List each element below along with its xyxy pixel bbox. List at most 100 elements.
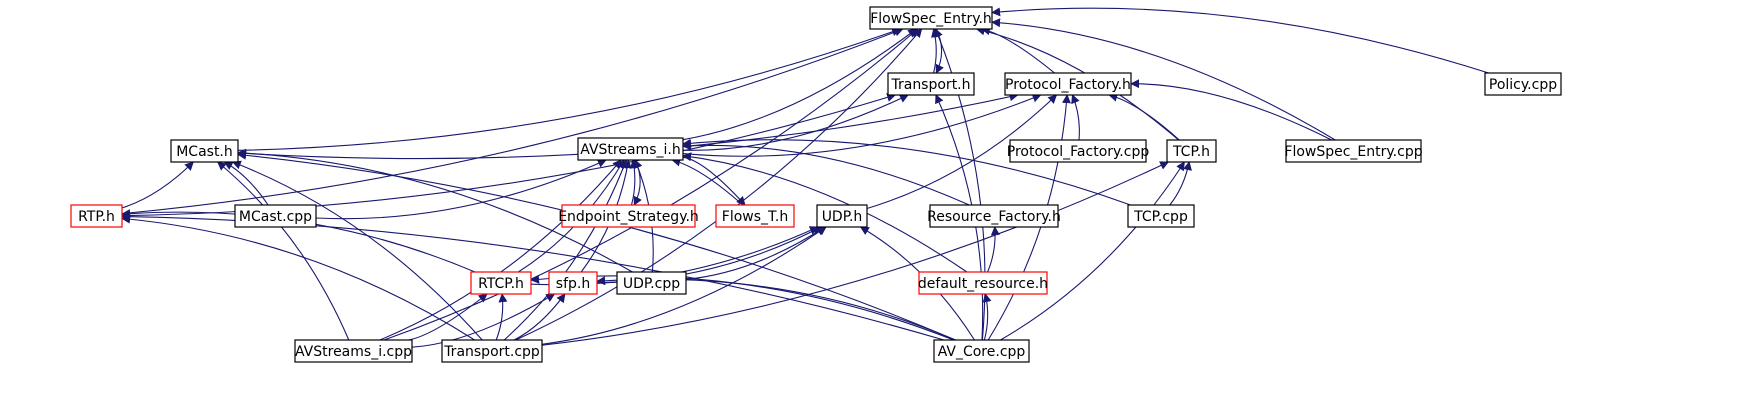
edge-rtp_h-to-mcast_h xyxy=(121,161,194,209)
node-label: FlowSpec_Entry.h xyxy=(870,11,992,27)
node-box xyxy=(918,271,1048,295)
edge-avstreams_i_cpp-to-avstreams_i_h xyxy=(379,159,622,341)
node-box xyxy=(470,271,532,295)
node-box xyxy=(616,271,687,295)
edge-transport_cpp-to-sfp_h xyxy=(513,293,566,341)
node-label: TCP.h xyxy=(1172,144,1210,160)
edge-mcast_h-to-flowspec_h xyxy=(237,27,901,151)
node-box xyxy=(548,271,598,295)
edge-transport_cpp-to-udp_h xyxy=(541,226,827,345)
node-label: sfp.h xyxy=(556,276,590,292)
node-protocol-factory-cpp[interactable]: Protocol_Factory.cpp xyxy=(1007,139,1150,163)
node-label: Transport.cpp xyxy=(443,344,540,360)
node-transport-cpp[interactable]: Transport.cpp xyxy=(441,339,543,363)
edge-transport_cpp-to-rtp_h xyxy=(121,214,475,341)
node-resource-factory-h[interactable]: Resource_Factory.h xyxy=(927,204,1061,228)
node-label: RTCP.h xyxy=(478,276,524,292)
edge-av_core_cpp-to-default_resource_h xyxy=(982,293,992,341)
node-tcp-cpp[interactable]: TCP.cpp xyxy=(1127,204,1195,228)
node-box xyxy=(70,204,123,228)
node-udp-h[interactable]: UDP.h xyxy=(816,204,868,228)
node-sfp-h[interactable]: sfp.h xyxy=(548,271,598,295)
node-mcast-cpp[interactable]: MCast.cpp xyxy=(234,204,317,228)
edge-flowspec_cpp-to-protocol_factory_h xyxy=(1130,79,1332,141)
node-box xyxy=(1166,139,1217,163)
edge-rtp_h-to-flowspec_h xyxy=(121,27,904,215)
node-label: UDP.h xyxy=(822,209,863,225)
node-label: Flows_T.h xyxy=(722,209,788,225)
node-label: Endpoint_Strategy.h xyxy=(558,209,699,225)
node-rtp-h[interactable]: RTP.h xyxy=(70,204,123,228)
node-flows-t-h[interactable]: Flows_T.h xyxy=(715,204,795,228)
node-label: TCP.cpp xyxy=(1133,209,1188,225)
node-av-core-cpp[interactable]: AV_Core.cpp xyxy=(933,339,1030,363)
edge-flowspec_cpp-to-flowspec_h xyxy=(991,18,1336,141)
edge-mcast_cpp-to-mcast_h xyxy=(223,161,269,206)
edges-layer xyxy=(121,7,1489,348)
node-label: AVStreams_i.cpp xyxy=(295,344,412,360)
node-box xyxy=(869,6,993,30)
node-box xyxy=(294,339,413,363)
node-box xyxy=(816,204,868,228)
node-transport-h[interactable]: Transport.h xyxy=(887,72,975,96)
node-label: AVStreams_i.h xyxy=(580,142,680,158)
edge-endpoint_strategy_h-to-avstreams_i_h xyxy=(630,159,639,206)
edge-avstreams_i_h-to-flowspec_h xyxy=(682,28,918,141)
node-tcp-h[interactable]: TCP.h xyxy=(1166,139,1217,163)
edge-avstreams_i_h-to-protocol_factory_h xyxy=(682,93,1042,157)
edge-transport_cpp-to-tcp_h xyxy=(541,161,1170,346)
node-protocol-factory-h[interactable]: Protocol_Factory.h xyxy=(1004,72,1132,96)
node-box xyxy=(170,139,239,163)
node-box xyxy=(561,204,696,228)
edge-default_resource_h-to-avstreams_i_h xyxy=(682,152,968,273)
edge-default_resource_h-to-resource_factory_h xyxy=(987,226,1000,273)
node-label: MCast.cpp xyxy=(239,209,312,225)
edge-tcp_h-to-protocol_factory_h xyxy=(1108,92,1180,141)
node-flowspec-cpp[interactable]: FlowSpec_Entry.cpp xyxy=(1284,139,1423,163)
node-label: RTP.h xyxy=(78,209,115,225)
node-label: Transport.h xyxy=(890,77,970,93)
node-box xyxy=(1484,72,1562,96)
edge-avstreams_i_cpp-to-sfp_h xyxy=(411,293,556,348)
node-box xyxy=(441,339,543,363)
node-label: FlowSpec_Entry.cpp xyxy=(1284,144,1422,160)
edge-resource_factory_h-to-avstreams_i_h xyxy=(682,141,970,206)
edge-udp_cpp-to-mcast_h xyxy=(237,148,633,273)
edge-policy_cpp-to-flowspec_h xyxy=(991,7,1489,74)
node-avstreams-i-h[interactable]: AVStreams_i.h xyxy=(577,137,684,161)
node-endpoint-strategy-h[interactable]: Endpoint_Strategy.h xyxy=(558,204,699,228)
edge-protocol_factory_h-to-flowspec_h xyxy=(980,26,1055,74)
edge-av_core_cpp-to-tcp_h xyxy=(1000,161,1185,341)
node-mcast-h[interactable]: MCast.h xyxy=(170,139,239,163)
edge-transport_cpp-to-avstreams_i_h xyxy=(503,159,628,341)
node-udp-cpp[interactable]: UDP.cpp xyxy=(616,271,687,295)
node-label: Policy.cpp xyxy=(1489,77,1557,93)
node-box xyxy=(929,204,1059,228)
edge-transport_cpp-to-mcast_h xyxy=(231,160,483,341)
edge-flows_t_h-to-avstreams_i_h xyxy=(671,157,744,206)
node-label: default_resource.h xyxy=(918,276,1048,292)
edge-tcp_cpp-to-avstreams_i_h xyxy=(682,138,1131,206)
edge-udp_h-to-protocol_factory_h xyxy=(866,94,1058,210)
edge-avstreams_i_cpp-to-mcast_h xyxy=(217,161,350,341)
edge-flowspec_h-to-transport_h xyxy=(935,28,944,74)
node-box xyxy=(1285,139,1422,163)
edge-transport_cpp-to-rtcp_h xyxy=(495,293,508,341)
node-box xyxy=(1127,204,1195,228)
node-rtcp-h[interactable]: RTCP.h xyxy=(470,271,532,295)
node-box xyxy=(887,72,975,96)
node-avstreams-i-cpp[interactable]: AVStreams_i.cpp xyxy=(294,339,413,363)
edge-tcp_h-to-flowspec_h xyxy=(975,26,1179,141)
node-policy-cpp[interactable]: Policy.cpp xyxy=(1484,72,1562,96)
node-default-resource-h[interactable]: default_resource.h xyxy=(918,271,1048,295)
node-flowspec-h[interactable]: FlowSpec_Entry.h xyxy=(869,6,993,30)
edge-tcp_cpp-to-tcp_h xyxy=(1169,161,1192,206)
edge-avstreams_i_cpp-to-rtcp_h xyxy=(408,293,488,341)
edge-mcast_cpp-to-avstreams_i_h xyxy=(315,159,607,220)
edge-av_core_cpp-to-mcast_h xyxy=(237,150,956,341)
edge-udp_cpp-to-udp_h xyxy=(685,226,826,280)
node-box xyxy=(933,339,1030,363)
edge-avstreams_i_h-to-transport_h xyxy=(682,94,909,151)
